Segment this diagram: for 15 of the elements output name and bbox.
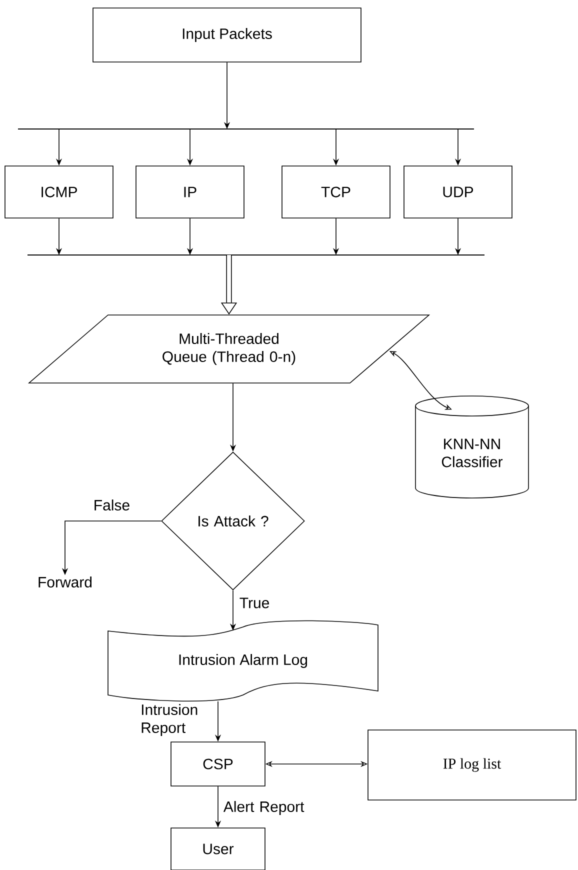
process-box: Input Packets xyxy=(92,8,362,62)
protocol-box: IP xyxy=(136,166,244,218)
edge-label: Intrusion Report xyxy=(142,704,198,736)
protocol-box: TCP xyxy=(282,166,390,218)
protocol-box: ICMP xyxy=(4,166,114,218)
node-label: KNN-NN Classifier xyxy=(442,438,503,468)
process-box: IP log list xyxy=(368,730,576,800)
process-box: User xyxy=(170,828,266,870)
edge-label: False xyxy=(94,500,130,510)
edge-label: True xyxy=(240,598,269,608)
database-cylinder: KNN-NN Classifier xyxy=(415,396,529,498)
protocol-box: UDP xyxy=(404,166,512,218)
edge-label: Alert Report xyxy=(223,801,304,815)
process-box: CSP xyxy=(170,742,266,786)
outcome-text: Forward xyxy=(38,576,92,588)
